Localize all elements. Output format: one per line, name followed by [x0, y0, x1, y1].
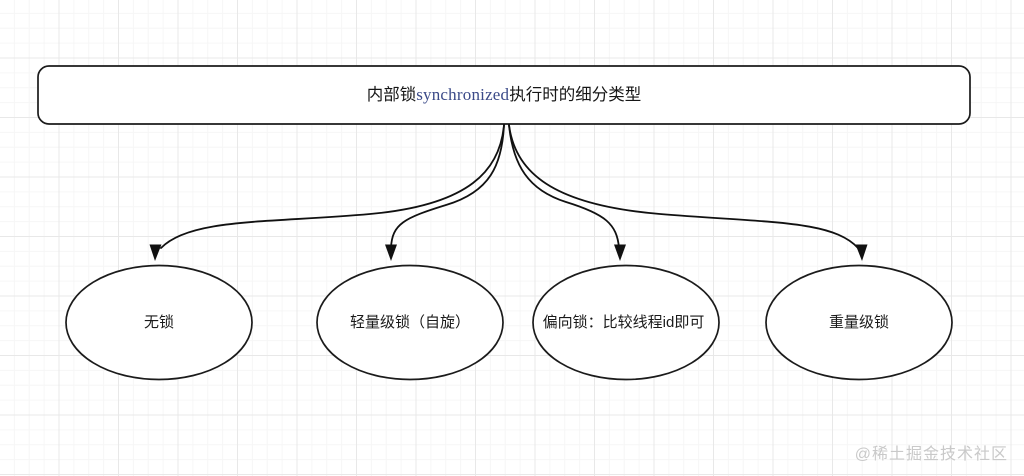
connector-to-node-2[interactable]: [390, 124, 505, 249]
connector-to-node-1[interactable]: [160, 124, 505, 249]
connector-to-node-3[interactable]: [508, 124, 620, 249]
title-prefix-text: 内部锁: [366, 85, 417, 104]
watermark-text: @稀土掘金技术社区: [854, 446, 1008, 463]
node-4-label: 重量级锁: [766, 266, 952, 379]
node-4-label-text: 重量级锁: [828, 313, 889, 331]
node-2-label-text: 轻量级锁（自旋）: [349, 313, 470, 331]
arrowhead-node-3: [614, 244, 626, 261]
arrowhead-node-2: [385, 244, 397, 261]
node-2-label: 轻量级锁（自旋）: [317, 266, 503, 379]
node-1-label: 无锁: [66, 266, 252, 379]
title-box-label: 内部锁synchronized执行时的细分类型: [38, 66, 970, 124]
node-3-label-text: 偏向锁：比较线程id即可: [542, 313, 705, 331]
arrowhead-node-4: [855, 244, 868, 261]
connector-group: [149, 124, 868, 261]
title-keyword-text: synchronized: [416, 84, 510, 104]
node-1-label-text: 无锁: [143, 313, 174, 331]
title-suffix-text: 执行时的细分类型: [509, 85, 642, 104]
arrowhead-node-1: [149, 244, 162, 261]
node-3-label: 偏向锁：比较线程id即可: [533, 266, 719, 379]
connector-to-node-4[interactable]: [508, 124, 859, 249]
